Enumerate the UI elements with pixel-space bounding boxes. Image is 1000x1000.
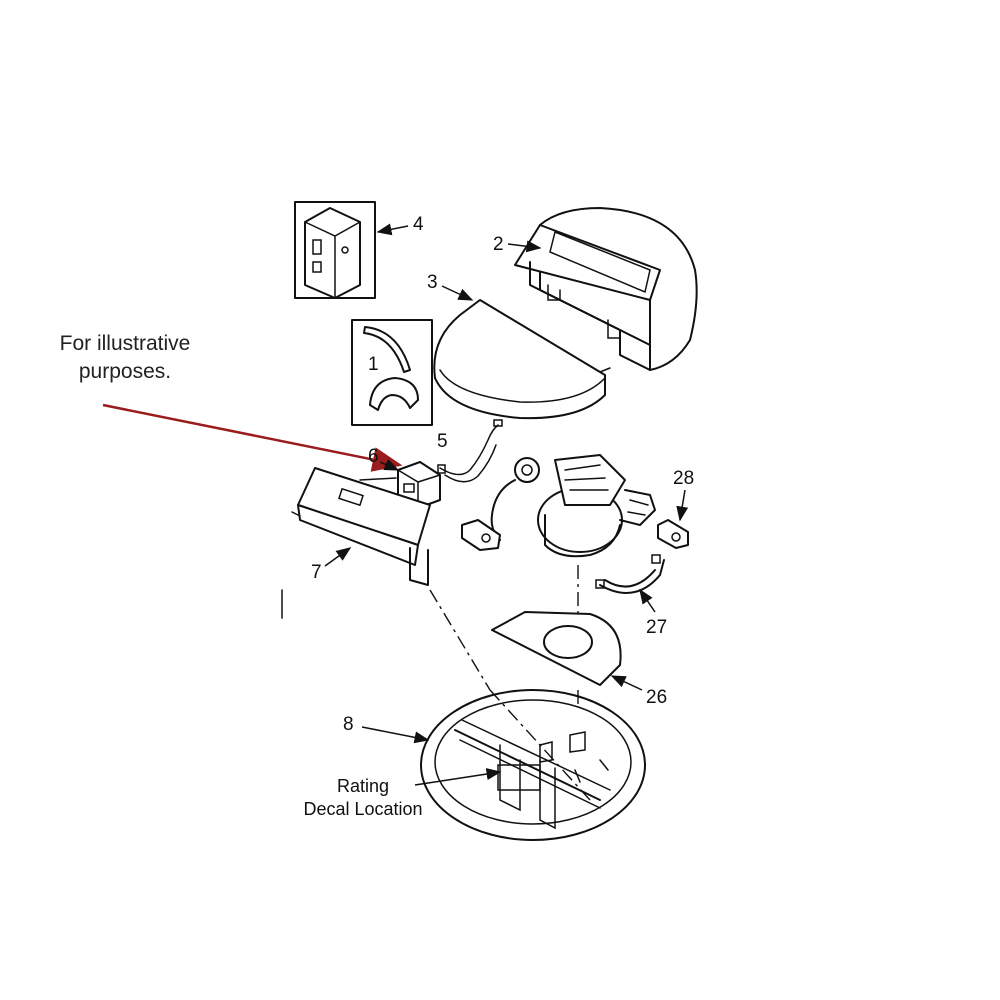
label-part-1: 1 [368,354,379,375]
label-part-26: 26 [646,687,667,708]
decal-pointer [414,768,502,786]
leader-27 [639,588,656,613]
decal-label-line-2: Decal Location [303,799,422,819]
part-28-bracket [657,519,689,549]
annotation-arrow [102,403,403,472]
blower-motor-assembly [461,454,656,640]
annotation-line-2: purposes. [79,360,171,383]
annotation-line-1: For illustrative [60,332,191,355]
leader-7 [324,547,352,567]
label-part-27: 27 [646,617,667,638]
label-part-7: 7 [311,562,322,583]
part-2-top-cover [514,207,698,371]
part-26-gasket [491,611,622,686]
part-27-strap [595,554,665,594]
part-7-control-panel [291,467,431,586]
leader-8 [361,726,430,744]
part-4-transformer [294,201,376,299]
leader-3 [441,285,474,301]
decal-label-line-1: Rating [337,776,389,796]
part-5-wire-harness [437,419,503,483]
leader-6 [379,459,400,471]
label-part-2: 2 [493,234,504,255]
label-part-4: 4 [413,214,424,235]
label-part-3: 3 [427,272,438,293]
part-1-grille-parts [351,319,433,426]
label-part-28: 28 [673,468,694,489]
leader-26 [610,675,643,691]
part-8-base [420,589,646,841]
label-part-6: 6 [368,446,379,467]
leader-4 [376,223,409,236]
leader-2 [507,240,542,253]
label-part-5: 5 [437,431,448,452]
label-part-8: 8 [343,714,354,735]
leader-28 [676,489,689,522]
part-3-lid [433,299,611,420]
